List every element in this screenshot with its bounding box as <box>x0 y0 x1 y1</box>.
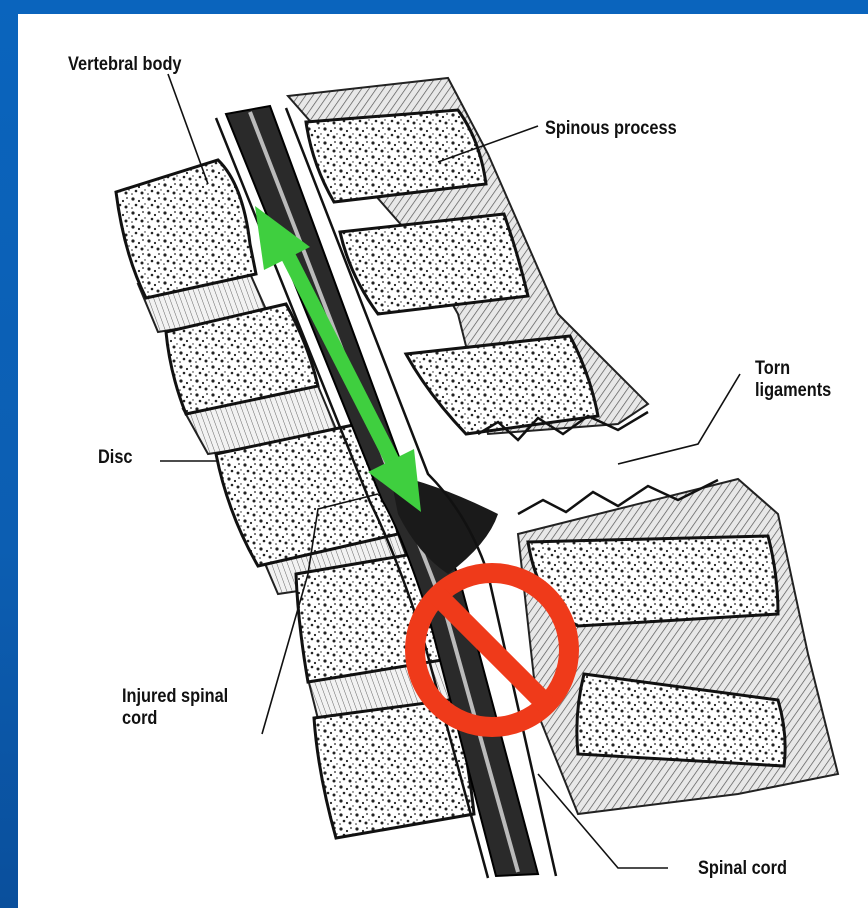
vertebral-body <box>116 160 256 298</box>
label-disc: Disc <box>98 447 133 469</box>
label-torn-ligaments: Torn ligaments <box>755 358 851 402</box>
label-spinal-cord: Spinal cord <box>698 858 787 880</box>
label-vertebral-body: Vertebral body <box>68 54 182 76</box>
spinous-process <box>340 214 528 314</box>
spine-illustration <box>18 14 868 908</box>
spinous-process <box>406 336 598 434</box>
label-spinous-process: Spinous process <box>545 118 677 140</box>
leader-vertebral-body <box>168 74 208 184</box>
label-injured-spinal-cord: Injured spinal cord <box>122 686 251 730</box>
spinous-process <box>306 110 486 202</box>
illustration-panel <box>18 14 868 908</box>
